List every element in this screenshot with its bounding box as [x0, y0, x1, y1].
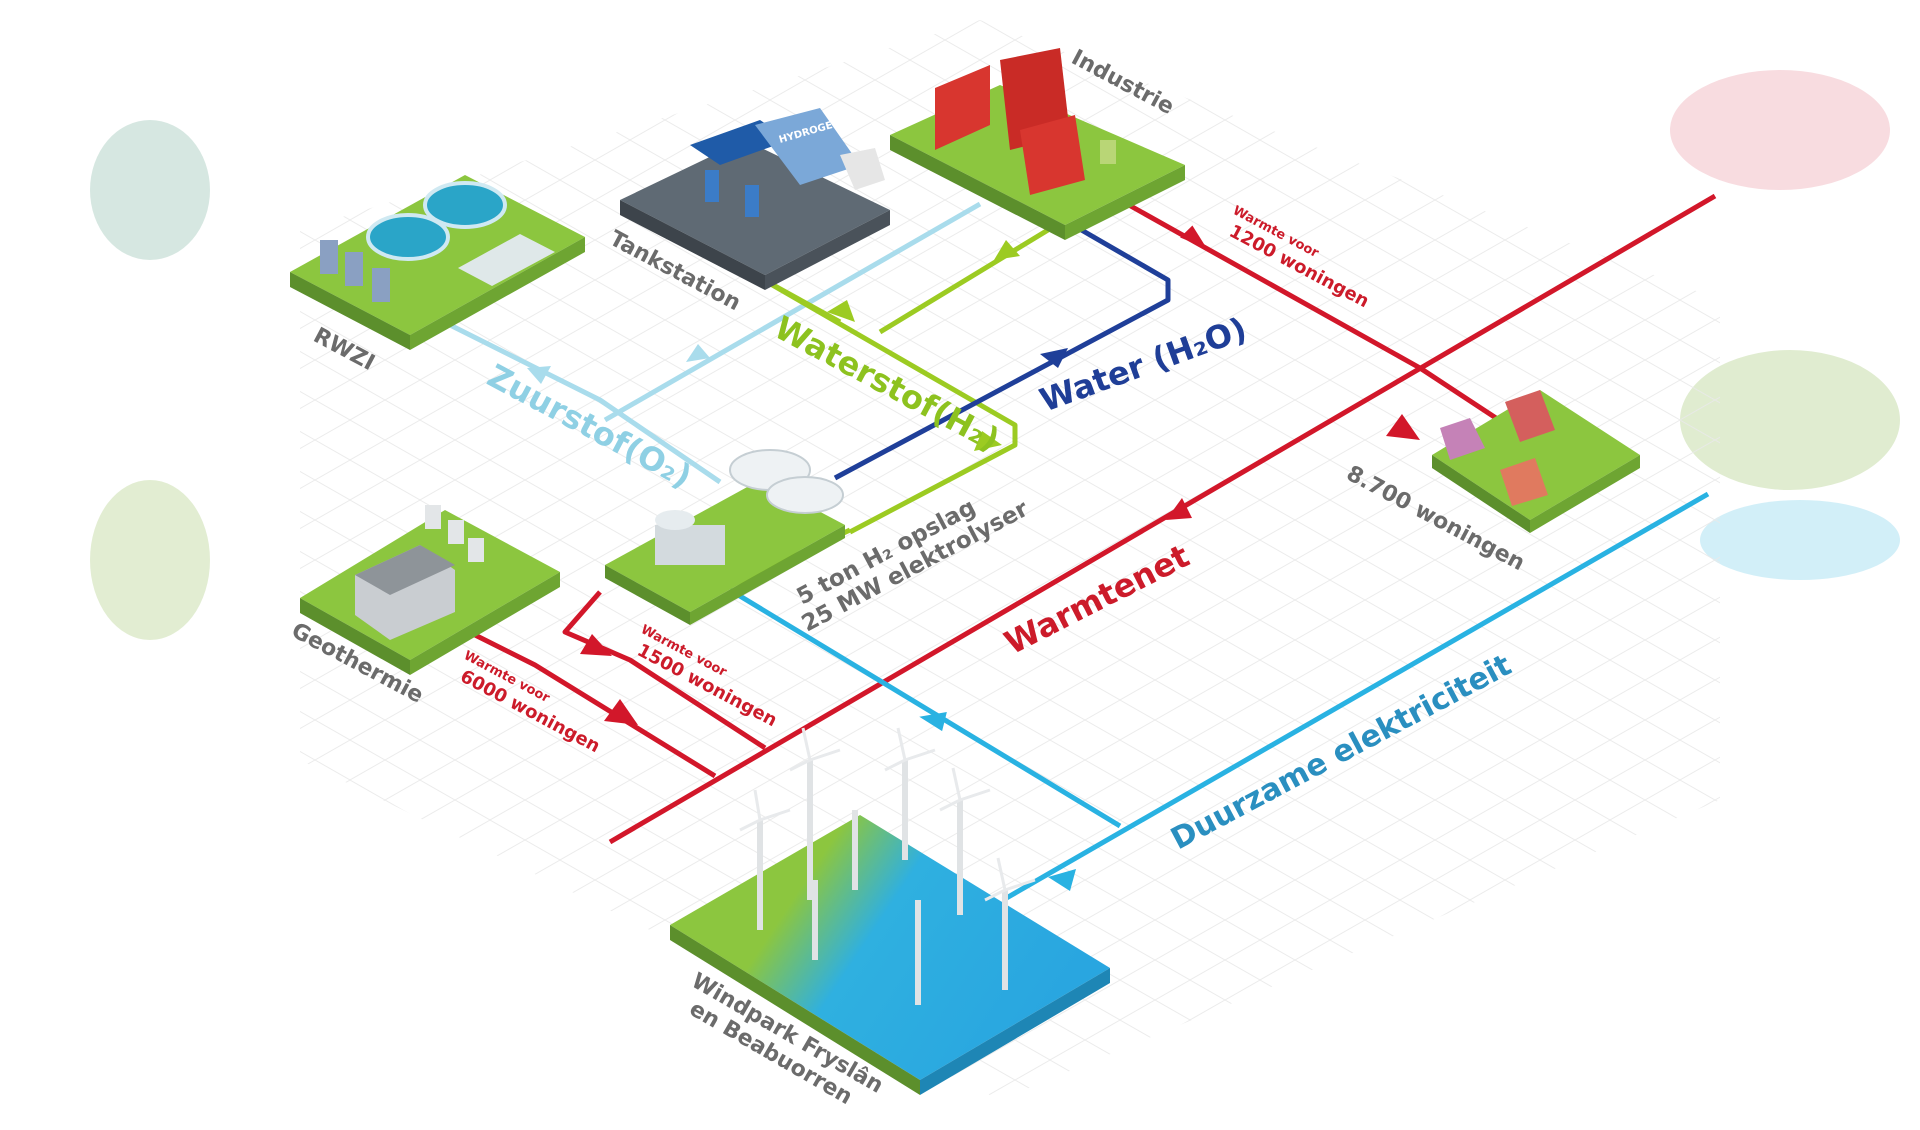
house-icon: [1500, 458, 1548, 506]
arrow-icon: [1166, 498, 1192, 520]
arrow-icon: [604, 699, 638, 725]
background-grid: [300, 20, 1720, 1100]
water-tower-icon: [468, 538, 484, 562]
windpark-platform: [670, 815, 1110, 1080]
heat-arrows: [580, 225, 1420, 725]
arrow-icon: [974, 431, 1002, 451]
hydrogen-truck-icon: HYDROGEN: [755, 108, 885, 190]
water-arrows: [1040, 348, 1068, 368]
water-tower-icon: [448, 520, 464, 544]
woningen-platform: [1432, 390, 1640, 520]
factory-icon: [1020, 115, 1085, 195]
oxygen-arrows: [527, 344, 710, 384]
geothermie-node: [300, 505, 560, 675]
windpark-node: [670, 727, 1110, 1095]
pump-icon: [745, 185, 759, 217]
water-tower-icon: [425, 505, 441, 529]
electricity-arrows: [919, 711, 1076, 891]
factory-icon: [935, 65, 990, 150]
house-icon: [1440, 418, 1485, 460]
arrow-icon: [1048, 869, 1076, 891]
arrow-icon: [1386, 414, 1420, 440]
arrow-icon: [919, 711, 947, 732]
tankstation-node: HYDROGEN: [620, 108, 890, 290]
silo-icon: [345, 252, 363, 286]
tank-icon: [423, 181, 507, 229]
house-icon: [1505, 390, 1555, 442]
rwzi-node: [290, 175, 585, 350]
water-lines: [833, 225, 1171, 481]
arrow-icon: [580, 634, 612, 656]
arrow-icon: [527, 366, 551, 384]
arrow-icon: [827, 300, 855, 322]
arrow-icon: [1040, 348, 1068, 368]
industrie-node: [890, 48, 1185, 240]
arrow-icon: [994, 240, 1020, 260]
oxygen-lines: [448, 201, 982, 485]
pump-icon: [705, 170, 719, 202]
arrow-icon: [686, 344, 710, 362]
wind-turbines: [757, 760, 1008, 1005]
silo-icon: [372, 268, 390, 302]
rwzi-platform: [290, 175, 585, 335]
hydrogen-arrows: [827, 240, 1020, 451]
storage-tank-icon: [766, 476, 844, 514]
arrow-icon: [1180, 225, 1207, 249]
electrolyser-node: [605, 449, 845, 625]
tank-icon: [366, 213, 450, 261]
woningen-node: [1432, 390, 1640, 533]
electrolyser-unit-icon: [655, 525, 725, 565]
electricity-lines: [728, 491, 1710, 903]
silo-icon: [320, 240, 338, 274]
